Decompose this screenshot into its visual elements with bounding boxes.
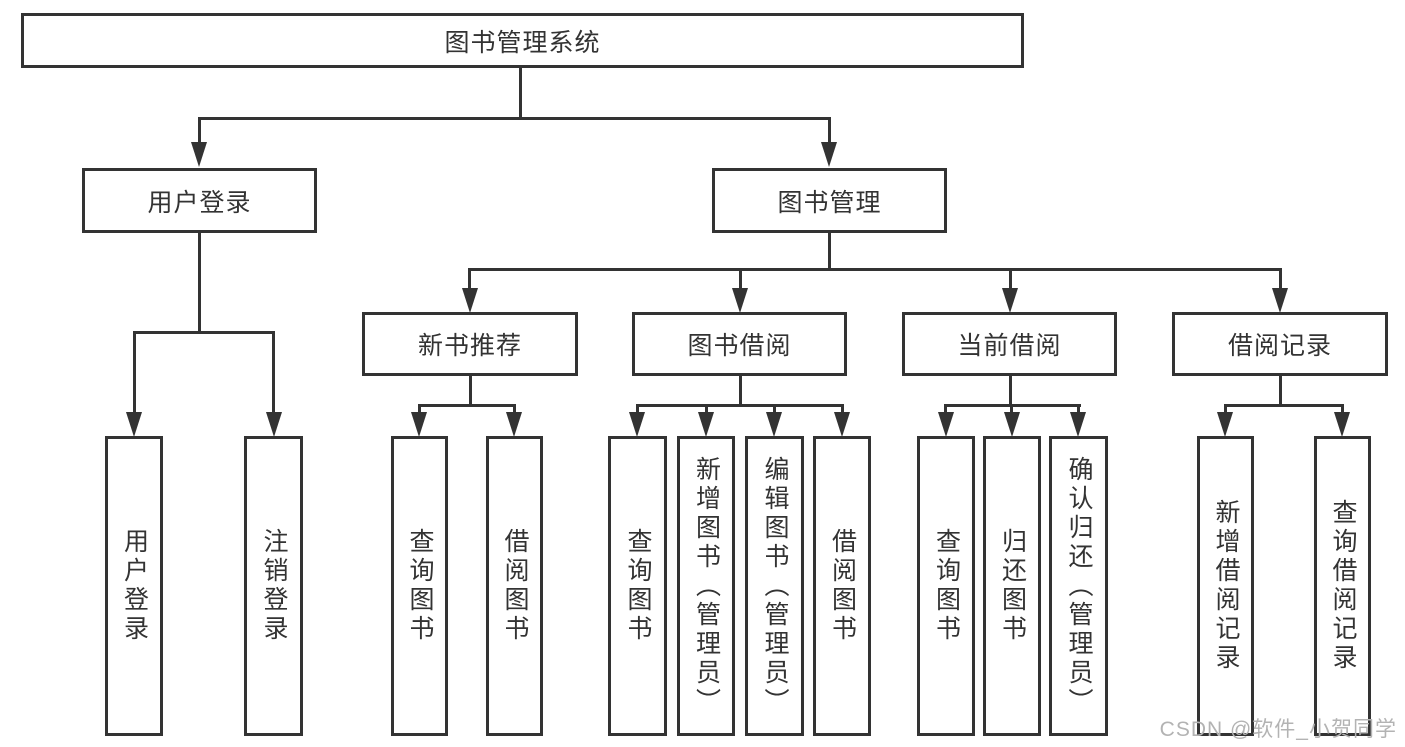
node-new-book-recommend: 新书推荐 <box>362 312 578 376</box>
arrowhead-down <box>698 412 714 437</box>
arrowhead-down <box>1217 412 1233 437</box>
connector-line <box>828 231 831 271</box>
arrowhead-down <box>1002 288 1018 313</box>
connector-line <box>1010 404 1013 415</box>
connector-line <box>1224 404 1227 415</box>
arrowhead-down <box>1070 412 1086 437</box>
connector-line <box>739 268 742 292</box>
connector-line <box>468 268 471 292</box>
connector-line <box>133 331 136 415</box>
connector-line <box>469 374 472 407</box>
node-book-management: 图书管理 <box>712 168 947 233</box>
arrowhead-down <box>1004 412 1020 437</box>
node-book-borrowing: 图书借阅 <box>632 312 847 376</box>
arrowhead-down <box>411 412 427 437</box>
leaf-borrow-books: 借阅图书 <box>813 436 871 736</box>
leaf-query-books-recommend: 查询图书 <box>391 436 448 736</box>
connector-line <box>1009 374 1012 407</box>
connector-line <box>944 404 947 415</box>
arrowhead-down <box>938 412 954 437</box>
leaf-return-books: 归还图书 <box>983 436 1041 736</box>
connector-line <box>1279 374 1282 407</box>
connector-line <box>1077 404 1080 415</box>
connector-line <box>519 66 522 119</box>
leaf-borrow-books-recommend: 借阅图书 <box>486 436 543 736</box>
connector-line <box>133 331 275 334</box>
connector-line <box>828 117 831 145</box>
arrowhead-down <box>766 412 782 437</box>
connector-line <box>841 404 844 415</box>
connector-line <box>198 231 201 334</box>
connector-line <box>739 374 742 407</box>
arrowhead-down <box>1334 412 1350 437</box>
leaf-add-borrow-record: 新增借阅记录 <box>1197 436 1254 736</box>
node-current-borrowing: 当前借阅 <box>902 312 1117 376</box>
connector-line <box>773 404 776 415</box>
connector-line <box>272 331 275 415</box>
arrowhead-down <box>266 412 282 437</box>
csdn-watermark: CSDN @软件_小贺同学 <box>1159 718 1397 741</box>
arrowhead-down <box>462 288 478 313</box>
leaf-query-books-current: 查询图书 <box>917 436 975 736</box>
node-borrowing-records: 借阅记录 <box>1172 312 1388 376</box>
connector-line <box>513 404 516 415</box>
leaf-confirm-return-admin: 确认归还（管理员） <box>1049 436 1108 736</box>
connector-line <box>198 117 831 120</box>
arrowhead-down <box>732 288 748 313</box>
connector-line <box>418 404 421 415</box>
node-user-login: 用户登录 <box>82 168 317 233</box>
arrowhead-down <box>821 142 837 167</box>
arrowhead-down <box>126 412 142 437</box>
leaf-add-books-admin: 新增图书（管理员） <box>677 436 735 736</box>
leaf-query-borrow-record: 查询借阅记录 <box>1314 436 1371 736</box>
connector-line <box>636 404 844 407</box>
connector-line <box>1224 404 1344 407</box>
leaf-user-login: 用户登录 <box>105 436 163 736</box>
leaf-query-books-borrowing: 查询图书 <box>608 436 667 736</box>
arrowhead-down <box>834 412 850 437</box>
arrowhead-down <box>191 142 207 167</box>
connector-line <box>636 404 639 415</box>
connector-line <box>469 268 1282 271</box>
node-library-management-system: 图书管理系统 <box>21 13 1024 68</box>
arrowhead-down <box>506 412 522 437</box>
connector-line <box>1009 268 1012 292</box>
connector-line <box>198 117 201 145</box>
leaf-logout: 注销登录 <box>244 436 303 736</box>
connector-line <box>1341 404 1344 415</box>
connector-line <box>1279 268 1282 292</box>
leaf-edit-books-admin: 编辑图书（管理员） <box>745 436 804 736</box>
arrowhead-down <box>629 412 645 437</box>
connector-line <box>705 404 708 415</box>
connector-line <box>418 404 516 407</box>
arrowhead-down <box>1272 288 1288 313</box>
